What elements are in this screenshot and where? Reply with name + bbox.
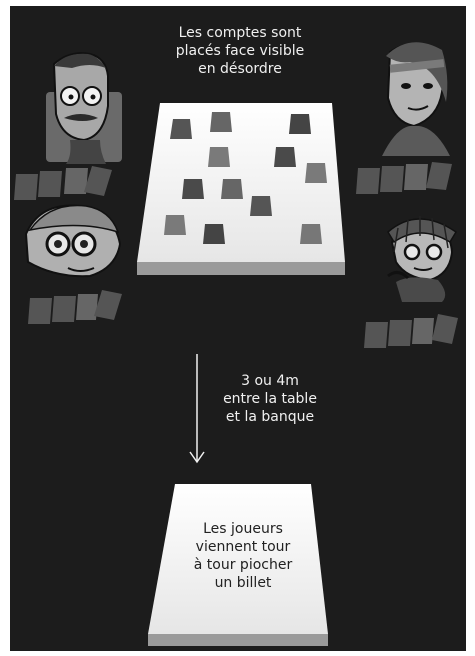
player-woman-headband-icon xyxy=(382,42,450,156)
bank-caption: Les joueurs viennent tour à tour piocher… xyxy=(168,520,318,592)
player-goggles-icon xyxy=(26,206,120,277)
table-card xyxy=(170,119,192,139)
table-card xyxy=(182,179,204,199)
table-card xyxy=(305,163,327,183)
table-card xyxy=(289,114,311,134)
diagram-canvas: Les comptes sont placés face visible en … xyxy=(10,6,466,651)
player-bottom-left-cards xyxy=(28,290,122,324)
table-card xyxy=(274,147,296,167)
table-card xyxy=(221,179,243,199)
table-card xyxy=(300,224,322,244)
table-card xyxy=(250,196,272,216)
arrow-caption: 3 ou 4m entre la table et la banque xyxy=(210,372,330,426)
player-glasses-mustache-icon xyxy=(46,53,122,164)
table-card xyxy=(164,215,186,235)
table-card xyxy=(208,147,230,167)
player-top-right-cards xyxy=(356,162,452,194)
table-card xyxy=(203,224,225,244)
down-arrow-icon xyxy=(190,354,204,462)
player-helmet-icon xyxy=(388,216,456,302)
table-card xyxy=(210,112,232,132)
player-bottom-right-cards xyxy=(364,314,458,348)
player-top-left-cards xyxy=(14,166,112,200)
